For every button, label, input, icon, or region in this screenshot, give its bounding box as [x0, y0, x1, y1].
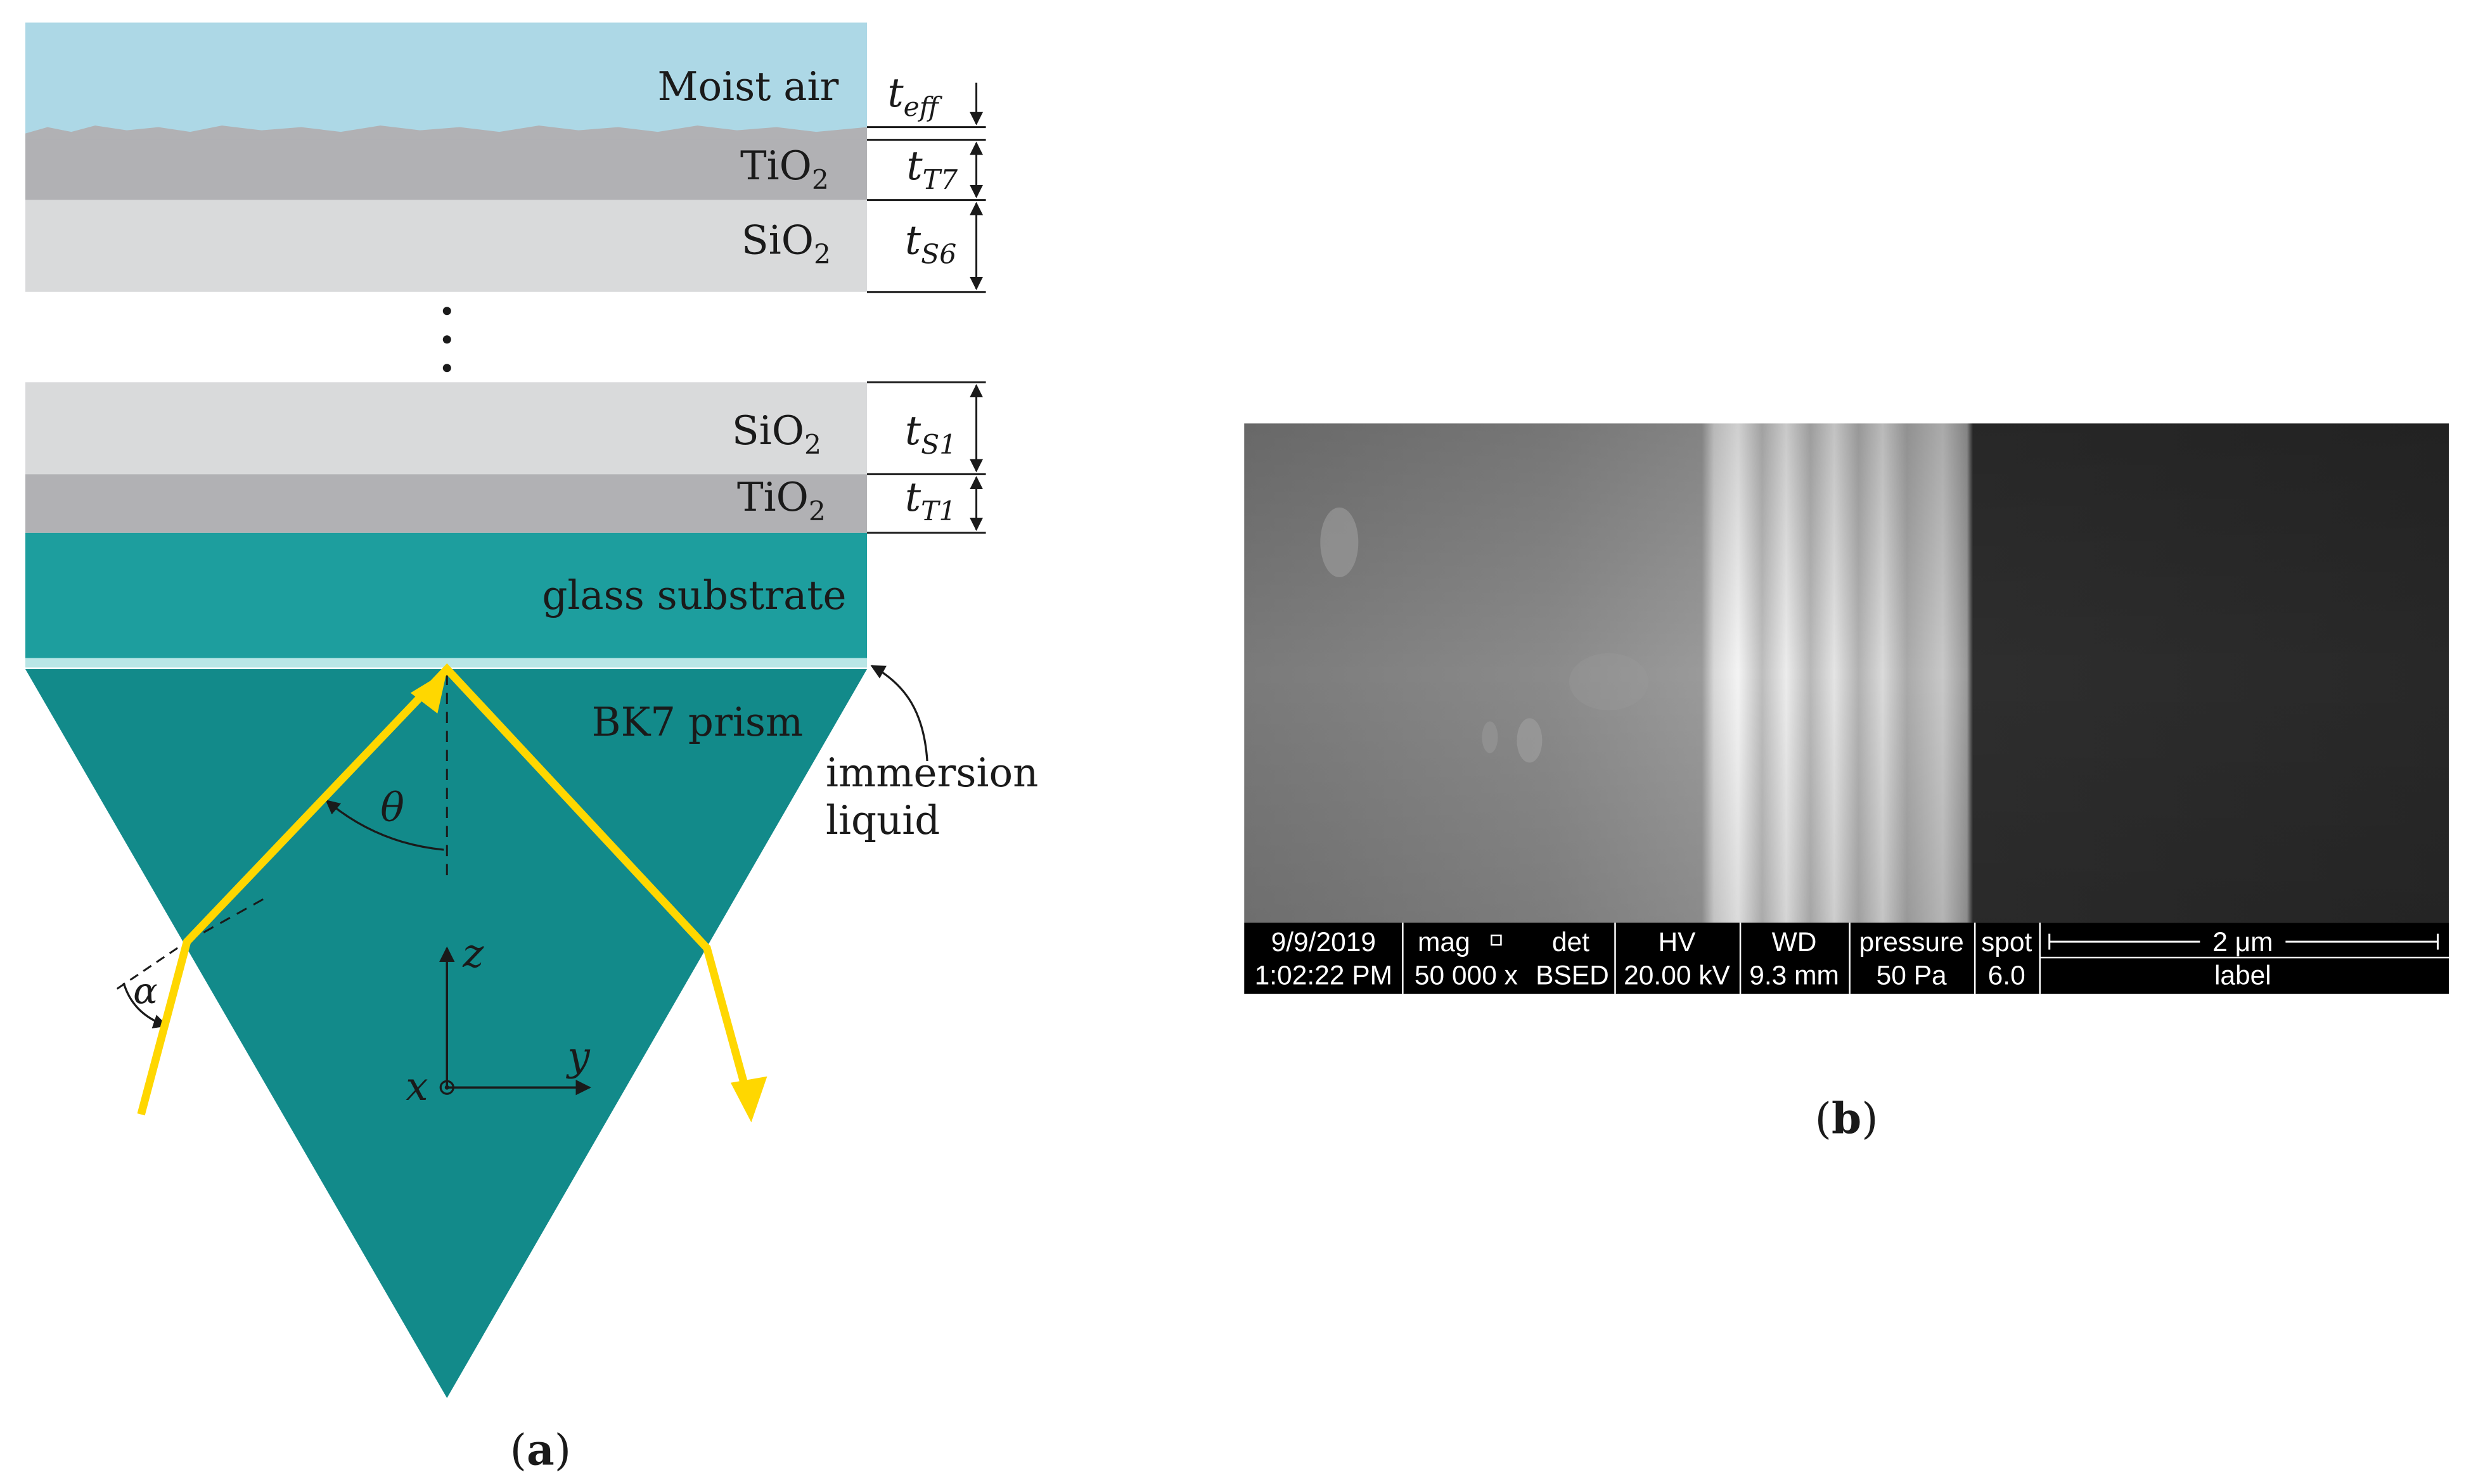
light-beam: [137, 663, 755, 1116]
tio2-top-base: TiO: [740, 143, 812, 189]
caption-b-open: (: [1815, 1094, 1832, 1144]
t-s6-base: t: [905, 217, 921, 264]
sem-artifact-3: [1482, 721, 1498, 753]
sem-time: 1:02:22 PM: [1255, 961, 1392, 991]
sem-artifact-4: [1569, 653, 1649, 710]
bk7-prism-label: BK7 prism: [592, 699, 804, 745]
caption-b-letter: b: [1832, 1094, 1861, 1144]
alpha-arc: [122, 982, 168, 1028]
immersion-label-line1: immersion: [826, 750, 1038, 796]
glass-substrate-label: glass substrate: [542, 572, 846, 618]
sem-artifact-2: [1517, 718, 1543, 763]
ellipsis-dots: [442, 307, 451, 373]
beam-arrow-in: [410, 670, 447, 713]
tio2-top-sub: 2: [812, 165, 829, 196]
t-eff-sub: eff: [904, 92, 943, 123]
y-axis-label: y: [565, 1033, 590, 1080]
rough-interface: [25, 125, 868, 143]
sio2-bottom-sub: 2: [804, 430, 821, 461]
t-t7-sub: T7: [923, 165, 958, 196]
tio2-bottom-label: TiO2: [737, 474, 826, 527]
panel-a: Moist air TiO2 SiO2 SiO2 TiO2 glass subs…: [25, 22, 1038, 1474]
immersion-label-line2: liquid: [826, 797, 940, 843]
sio2-top-label: SiO2: [741, 217, 831, 271]
t-s1-label: tS1: [905, 407, 956, 461]
caption-a-open: (: [510, 1424, 527, 1474]
caption-b: (b): [1815, 1094, 1878, 1144]
tio2-bottom-sub: 2: [809, 496, 826, 527]
tio2-top-layer: [25, 139, 868, 200]
coordinate-axes: [439, 946, 591, 1096]
sem-det-header: det: [1552, 928, 1589, 957]
moist-air-label: Moist air: [658, 63, 839, 110]
tio2-top-label: TiO2: [740, 143, 829, 196]
tio2-bottom-base: TiO: [737, 474, 809, 520]
sem-pressure-header: pressure: [1859, 928, 1963, 957]
t-s1-sub: S1: [921, 430, 956, 461]
beam-arrow-out: [730, 1076, 767, 1123]
sio2-bottom-base: SiO: [732, 407, 804, 454]
caption-a: (a): [510, 1424, 571, 1474]
sio2-bottom-label: SiO2: [732, 407, 821, 461]
t-s6-label: tS6: [905, 217, 956, 271]
sem-image-shading: [1244, 423, 2449, 923]
t-eff-base: t: [888, 70, 904, 116]
glass-substrate: [25, 532, 868, 660]
theta-arc: [325, 800, 444, 851]
sem-pressure-value: 50 Pa: [1877, 961, 1947, 991]
sio2-top-base: SiO: [741, 217, 814, 264]
sem-hv-value: 20.00 kV: [1624, 961, 1730, 991]
t-t1-label: tT1: [905, 474, 956, 527]
sem-spot-value: 6.0: [1988, 961, 2025, 991]
theta-label: θ: [380, 784, 404, 831]
caption-a-close: ): [555, 1424, 571, 1474]
immersion-liquid-layer: [25, 658, 868, 668]
sio2-top-layer: [25, 200, 868, 292]
z-axis-label: z: [462, 930, 484, 976]
t-t7-base: t: [907, 143, 923, 189]
sio2-bottom-layer: [25, 382, 868, 475]
t-s1-base: t: [905, 407, 921, 454]
x-axis-label: x: [406, 1063, 428, 1110]
sem-scale-label: 2 μm: [2212, 928, 2273, 957]
sem-hv-header: HV: [1658, 928, 1696, 957]
caption-a-letter: a: [527, 1424, 555, 1474]
t-eff-label: teff: [888, 70, 943, 123]
t-t7-label: tT7: [907, 143, 958, 196]
sem-mag-value: 50 000 x: [1415, 961, 1518, 991]
sem-date: 9/9/2019: [1271, 928, 1376, 957]
sem-scale-bar: [2048, 933, 2439, 950]
t-t1-base: t: [905, 474, 921, 520]
t-t1-sub: T1: [921, 496, 956, 527]
sem-wd-value: 9.3 mm: [1749, 961, 1839, 991]
caption-b-close: ): [1861, 1094, 1878, 1144]
moist-air-layer: [25, 22, 868, 134]
tio2-bottom-layer: [25, 474, 868, 533]
sem-info-dividers: [1402, 923, 2449, 994]
alpha-label: α: [133, 970, 158, 1013]
sem-mag-header: mag: [1418, 928, 1470, 957]
t-s6-sub: S6: [921, 240, 956, 271]
sem-artifact-1: [1320, 507, 1359, 577]
thickness-brackets: [867, 82, 986, 534]
sem-label-text: label: [2214, 961, 2271, 991]
sem-small-square: [1491, 934, 1502, 946]
immersion-pointer: [870, 665, 928, 762]
refraction-extension: [186, 895, 270, 943]
sem-det-value: BSED: [1536, 961, 1609, 991]
sem-spot-header: spot: [1981, 928, 2032, 957]
sem-wd-header: WD: [1772, 928, 1817, 957]
sio2-top-sub: 2: [814, 240, 831, 271]
panel-b: 9/9/2019 mag det HV WD pressure spot 2 μ…: [1244, 423, 2449, 1144]
